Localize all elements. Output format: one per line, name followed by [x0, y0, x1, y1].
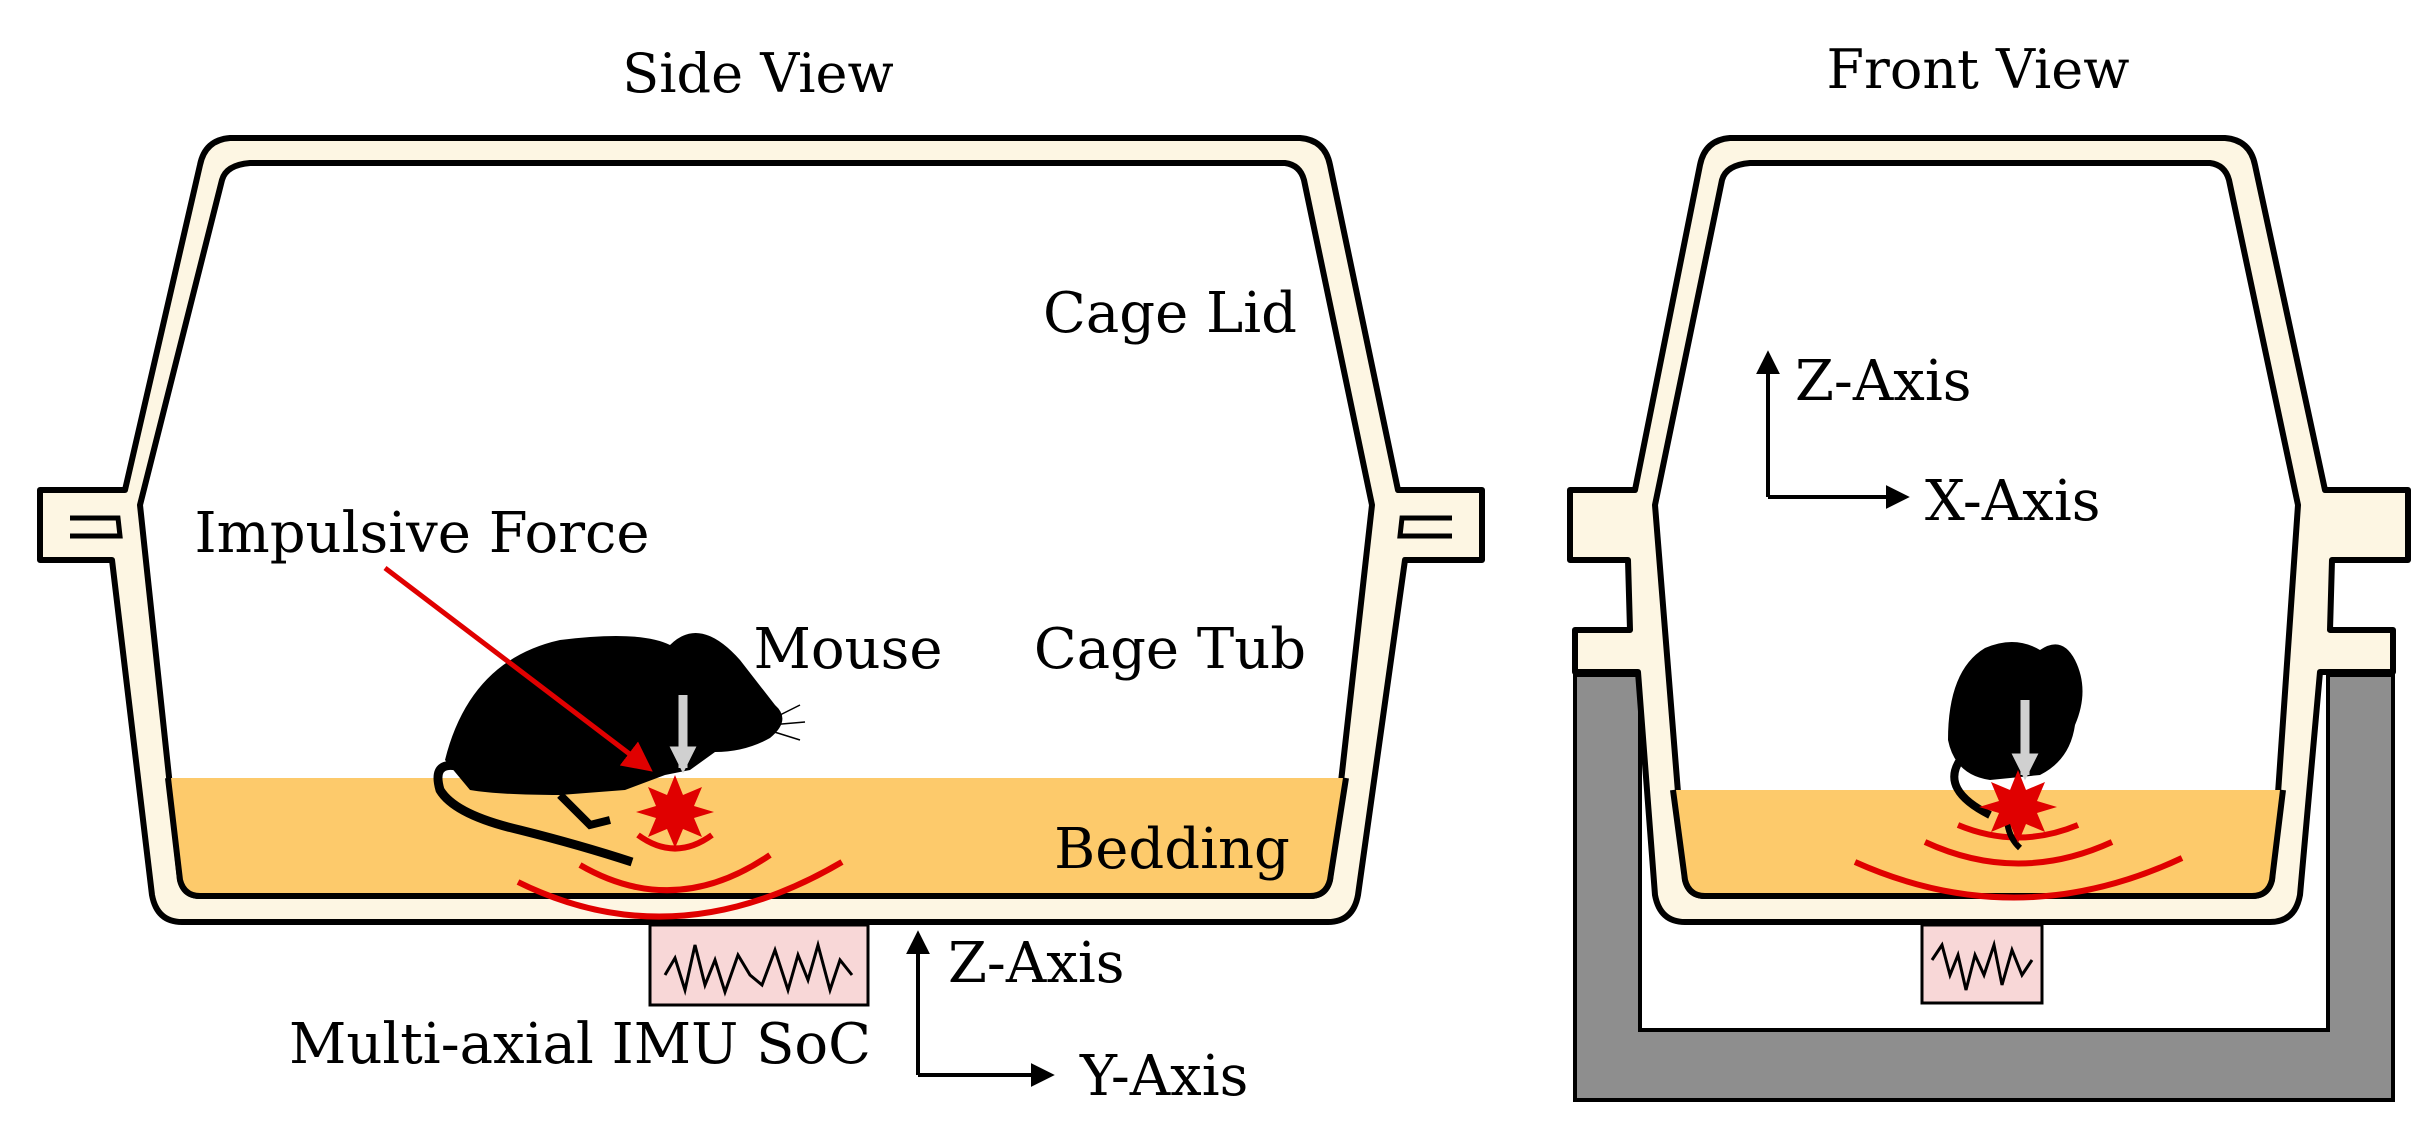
- side-mouse: [433, 633, 806, 867]
- front-x-axis-label: X-Axis: [1925, 469, 2100, 534]
- side-imu-box: [648, 923, 870, 1007]
- front-view-title: Front View: [1827, 38, 2130, 101]
- label-mouse: Mouse: [754, 617, 943, 682]
- label-cage-tub: Cage Tub: [1034, 617, 1306, 682]
- label-cage-lid: Cage Lid: [1043, 281, 1297, 346]
- impulsive-force-arrow: [383, 566, 653, 772]
- side-left-flange: [70, 515, 123, 539]
- front-mouse: [1948, 641, 2083, 851]
- side-y-axis-label: Y-Axis: [1079, 1044, 1248, 1109]
- side-impact-burst: [636, 775, 714, 848]
- side-view: Side View: [37, 42, 1485, 1109]
- front-imu-box: [1920, 923, 2044, 1005]
- front-z-axis-label: Z-Axis: [1795, 349, 1972, 414]
- label-impulsive-force: Impulsive Force: [194, 501, 649, 566]
- front-bedding: [1673, 790, 2283, 896]
- side-z-axis-label: Z-Axis: [948, 931, 1125, 996]
- label-imu: Multi-axial IMU SoC: [289, 1012, 871, 1077]
- side-vibration-waves: [516, 832, 844, 920]
- side-right-flange: [1397, 515, 1452, 539]
- front-view: Front View Z-Axis X-Axis: [1567, 38, 2411, 1102]
- side-imu-signal: [663, 939, 854, 997]
- label-bedding: Bedding: [1054, 817, 1290, 882]
- front-impact-burst: [1979, 770, 2057, 843]
- side-view-title: Side View: [622, 42, 893, 105]
- front-imu-signal: [1930, 939, 2034, 991]
